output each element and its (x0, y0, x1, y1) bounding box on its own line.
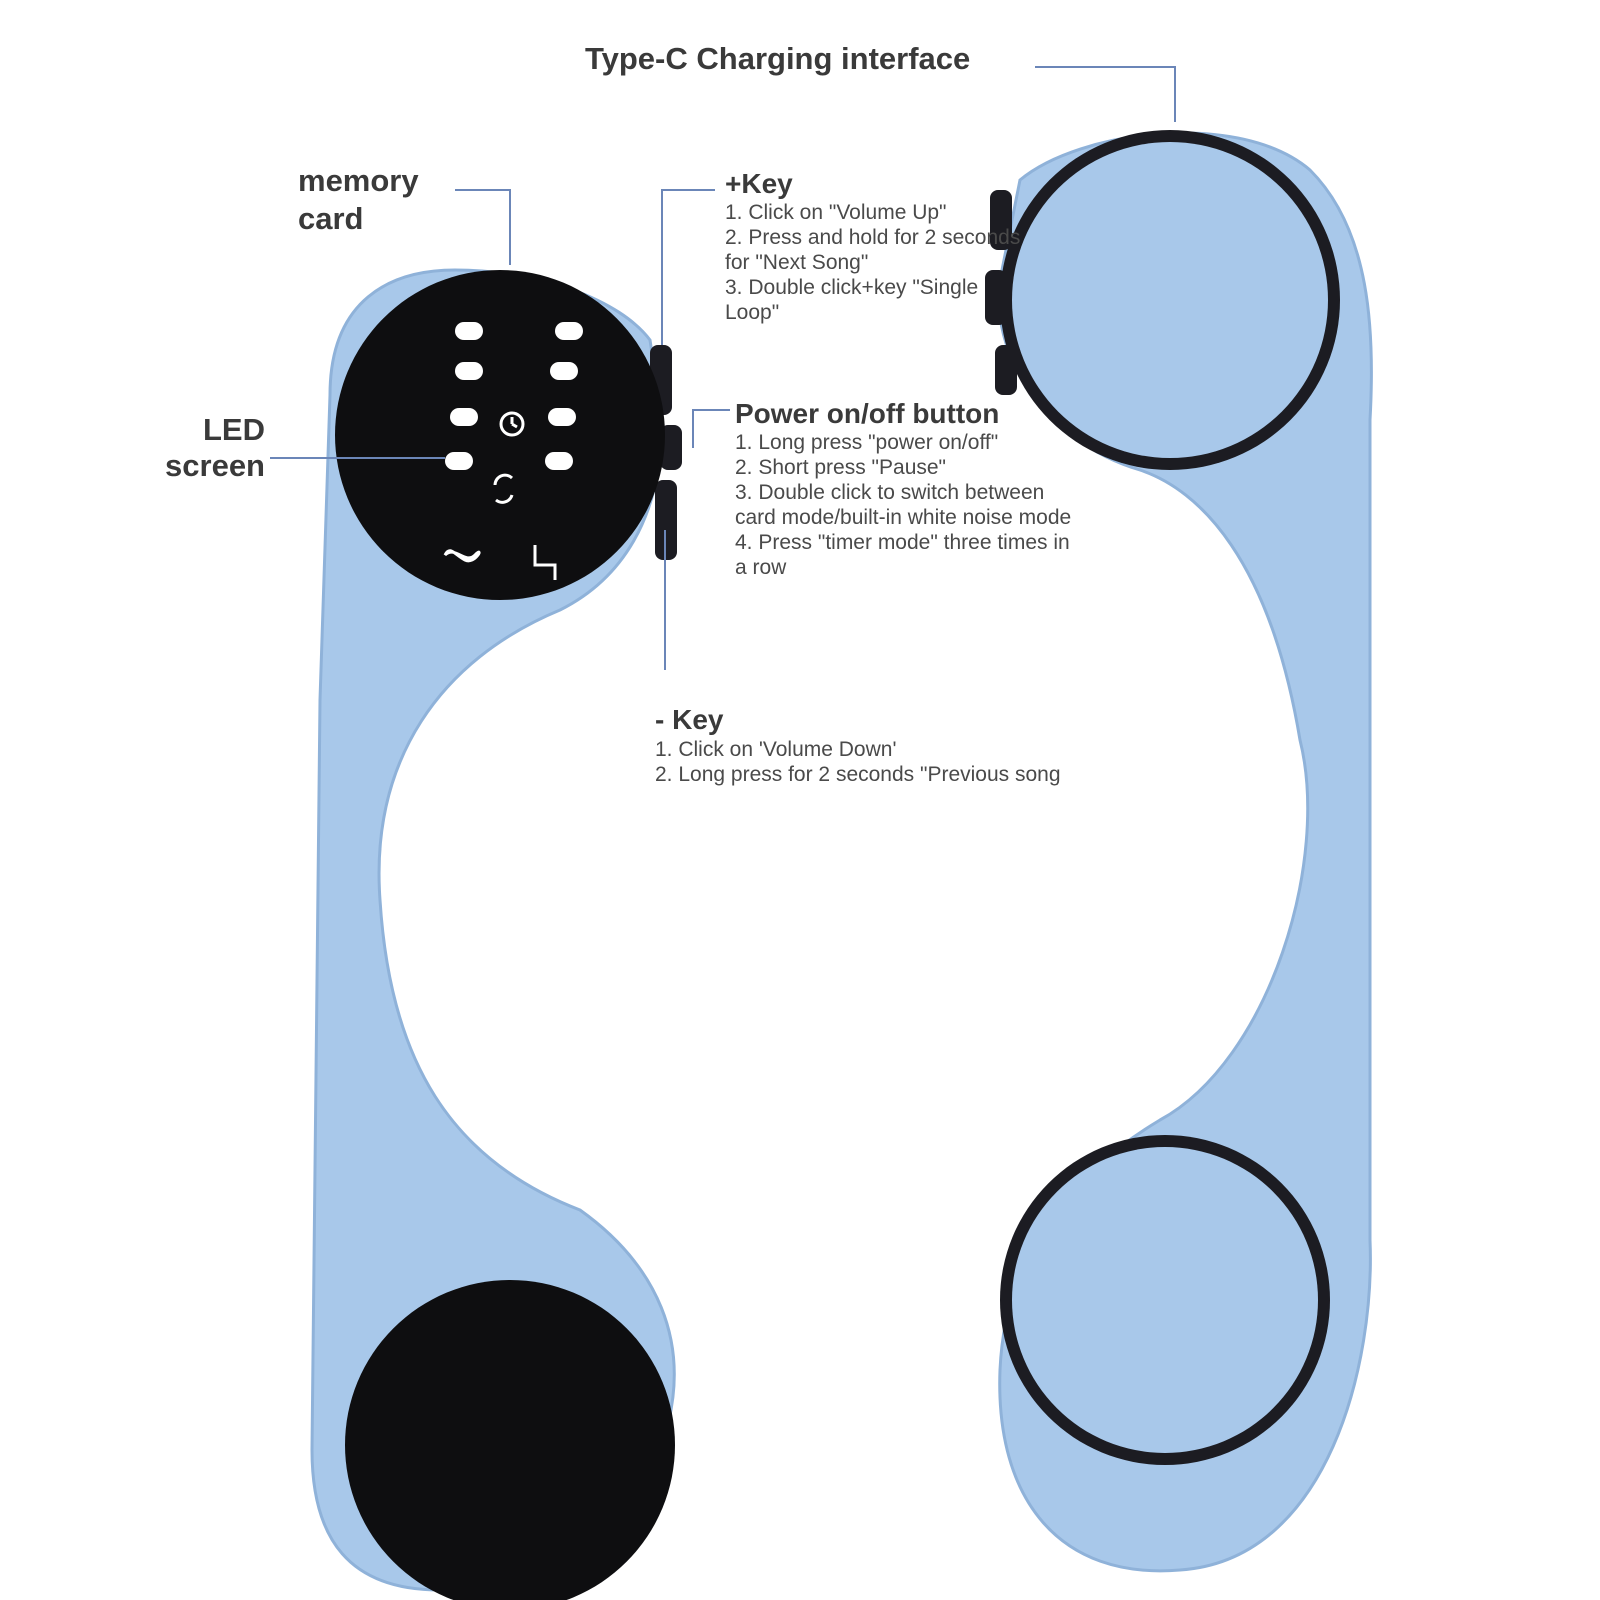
power-button-instructions: 1. Long press "power on/off" 2. Short pr… (735, 430, 1080, 580)
minus-key-button[interactable] (655, 480, 677, 560)
led-segments (445, 322, 583, 470)
plus-key-instructions: 1. Click on "Volume Up" 2. Press and hol… (725, 200, 1025, 325)
plus-key-callout: +Key 1. Click on "Volume Up" 2. Press an… (725, 168, 1025, 325)
minus-key-item-1: 1. Click on 'Volume Down' (655, 738, 897, 761)
plus-key-item-2: 2. Press and hold for 2 seconds for "Nex… (725, 226, 1021, 274)
right-side-button-1[interactable] (990, 190, 1012, 250)
memory-card-callout: memory card (298, 162, 448, 238)
right-side-button-3[interactable] (995, 345, 1017, 395)
memory-card-label: memory card (298, 163, 419, 236)
plus-key-item-3: 3. Double click+key "Single Loop" (725, 276, 979, 324)
alarm-clock-icon (499, 411, 525, 437)
power-button-item-3: 3. Double click to switch between card m… (735, 481, 1072, 529)
plus-key-item-1: 1. Click on "Volume Up" (725, 201, 947, 224)
led-screen (335, 270, 665, 600)
led-screen-callout: LED screen (150, 412, 265, 484)
right-side-button-2[interactable] (985, 270, 1007, 325)
power-button-callout: Power on/off button 1. Long press "power… (735, 398, 1080, 580)
power-button-item-2: 2. Short press "Pause" (735, 456, 947, 479)
right-top-speaker (1012, 142, 1328, 458)
loop-icon (493, 473, 514, 504)
infinity-icon (443, 549, 481, 563)
power-button-item-4: 4. Press "timer mode" three times in a r… (735, 531, 1070, 579)
minus-key-callout: - Key 1. Click on 'Volume Down' 2. Long … (655, 703, 1175, 787)
type-c-label: Type-C Charging interface (585, 41, 971, 76)
minus-key-item-2: 2. Long press for 2 seconds "Previous so… (655, 763, 1061, 786)
minus-key-title: - Key (655, 704, 724, 735)
timer-mode-icon (533, 545, 557, 580)
type-c-callout: Type-C Charging interface (585, 40, 970, 78)
leader-lines (270, 66, 1176, 670)
left-speaker (345, 1280, 675, 1600)
power-button-title: Power on/off button (735, 398, 1000, 429)
right-bottom-speaker (1012, 1147, 1318, 1453)
power-button[interactable] (660, 425, 682, 470)
power-button-item-1: 1. Long press "power on/off" (735, 431, 999, 454)
minus-key-instructions: 1. Click on 'Volume Down' 2. Long press … (655, 737, 1175, 787)
led-screen-label: LED screen (165, 412, 265, 483)
plus-key-title: +Key (725, 168, 793, 199)
